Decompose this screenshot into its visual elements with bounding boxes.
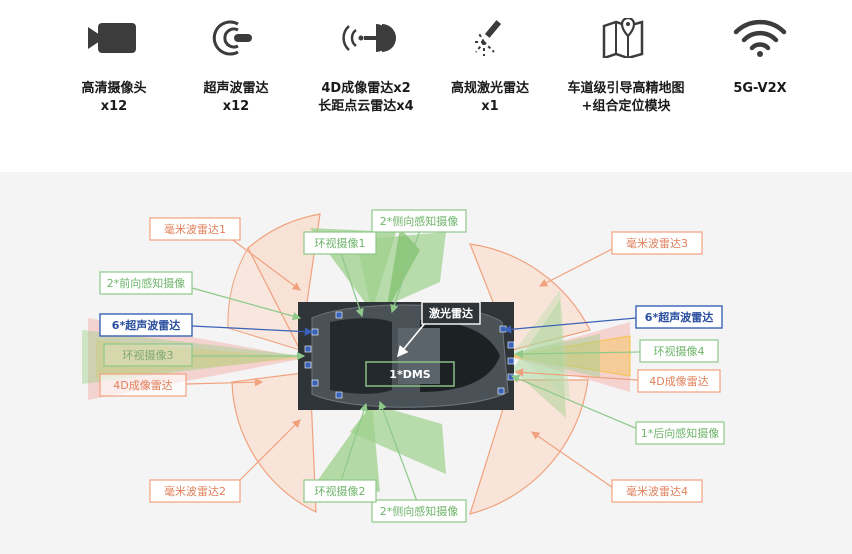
label-side-bottom: 2*侧向感知摄像 <box>371 499 467 523</box>
connector-lines <box>185 229 641 505</box>
svg-text:环视摄像1: 环视摄像1 <box>315 236 366 250</box>
svg-text:毫米波雷达1: 毫米波雷达1 <box>164 222 226 236</box>
label-mmw1: 毫米波雷达1 <box>149 217 241 241</box>
camera-icon <box>88 23 136 53</box>
svg-text:激光雷达: 激光雷达 <box>429 306 473 320</box>
svg-text:毫米波雷达3: 毫米波雷达3 <box>626 236 688 250</box>
label-dms: 1*DMS <box>365 361 455 387</box>
ultrasonic-icon <box>212 20 252 56</box>
svg-text:4D成像雷达: 4D成像雷达 <box>113 379 172 392</box>
label-4d-left: 4D成像雷达 <box>99 373 187 397</box>
svg-text:环视摄像2: 环视摄像2 <box>315 484 366 498</box>
svg-text:2*前向感知摄像: 2*前向感知摄像 <box>107 276 186 290</box>
wifi-icon <box>733 19 787 57</box>
svg-text:2*侧向感知摄像: 2*侧向感知摄像 <box>380 504 459 518</box>
svg-text:2*侧向感知摄像: 2*侧向感知摄像 <box>380 214 459 228</box>
label-front-camera: 2*前向感知摄像 <box>99 271 193 295</box>
label-surround3: 环视摄像3 <box>103 343 193 367</box>
svg-text:6*超声波雷达: 6*超声波雷达 <box>112 318 180 332</box>
label-surround2: 环视摄像2 <box>303 479 377 503</box>
vehicle-top-view <box>298 302 514 410</box>
feature-map-text: 车道级引导高精地图+组合定位模块 <box>567 81 685 114</box>
map-icon <box>602 18 644 58</box>
svg-text:环视摄像3: 环视摄像3 <box>123 348 174 362</box>
feature-v2x-text: 5G-V2X <box>733 81 787 96</box>
label-mmw3: 毫米波雷达3 <box>611 231 703 255</box>
label-ultra-right: 6*超声波雷达 <box>635 305 723 329</box>
svg-text:毫米波雷达4: 毫米波雷达4 <box>626 484 688 498</box>
label-rear-camera: 1*后向感知摄像 <box>635 421 725 445</box>
svg-text:6*超声波雷达: 6*超声波雷达 <box>645 310 713 324</box>
mmw-radar-coverage <box>227 213 591 515</box>
label-surround4: 环视摄像4 <box>639 339 719 363</box>
feature-v2x: 5G-V2X <box>690 18 830 98</box>
label-ultra-left: 6*超声波雷达 <box>99 313 193 337</box>
svg-text:毫米波雷达2: 毫米波雷达2 <box>164 484 226 498</box>
label-mmw4: 毫米波雷达4 <box>611 479 703 503</box>
label-4d-right: 4D成像雷达 <box>637 369 721 393</box>
label-mmw2: 毫米波雷达2 <box>149 479 241 503</box>
label-side-top: 2*侧向感知摄像 <box>371 209 467 233</box>
svg-text:1*DMS: 1*DMS <box>389 368 430 381</box>
label-lidar: 激光雷达 <box>421 301 481 325</box>
lidar-icon <box>474 20 502 56</box>
feature-map: 车道级引导高精地图+组合定位模块 <box>556 18 696 116</box>
svg-text:环视摄像4: 环视摄像4 <box>654 344 705 358</box>
label-surround1: 环视摄像1 <box>303 231 377 255</box>
radar-dish-icon <box>342 24 396 52</box>
front-rear-beams <box>82 318 631 400</box>
svg-text:4D成像雷达: 4D成像雷达 <box>649 375 708 388</box>
svg-text:1*后向感知摄像: 1*后向感知摄像 <box>641 426 720 440</box>
